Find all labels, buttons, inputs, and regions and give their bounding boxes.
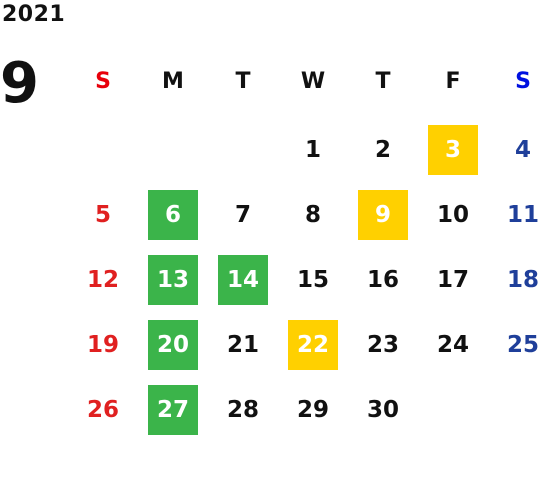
day-cell[interactable]: 13 — [148, 255, 198, 305]
weekday-header: T — [235, 68, 251, 94]
day-cell[interactable]: 9 — [358, 190, 408, 240]
year-label: 2021 — [2, 2, 66, 27]
weekday-header: T — [375, 68, 391, 94]
day-cell[interactable]: 16 — [366, 267, 399, 293]
month-number: 9 — [0, 51, 39, 116]
day-cell[interactable]: 12 — [86, 267, 119, 293]
weekday-header: S — [95, 68, 111, 94]
day-cell[interactable]: 25 — [506, 332, 539, 358]
day-cell[interactable]: 21 — [226, 332, 259, 358]
day-cell[interactable]: 8 — [304, 202, 321, 228]
day-cell[interactable]: 17 — [436, 267, 469, 293]
day-cell[interactable]: 10 — [436, 202, 469, 228]
day-cell[interactable]: 5 — [94, 202, 111, 228]
day-cell[interactable]: 20 — [148, 320, 198, 370]
day-cell[interactable]: 1 — [304, 137, 321, 163]
weekday-header: S — [515, 68, 531, 94]
day-cell[interactable]: 23 — [366, 332, 399, 358]
day-cell[interactable]: 26 — [86, 397, 119, 423]
weekday-header: W — [300, 68, 326, 94]
day-cell[interactable]: 14 — [218, 255, 268, 305]
day-cell[interactable]: 22 — [288, 320, 338, 370]
day-cell[interactable]: 30 — [366, 397, 399, 423]
weekday-header: M — [162, 68, 184, 94]
weekday-header: F — [445, 68, 461, 94]
day-cell[interactable]: 28 — [226, 397, 259, 423]
day-cell[interactable]: 18 — [506, 267, 539, 293]
day-cell[interactable]: 15 — [296, 267, 329, 293]
day-cell[interactable]: 27 — [148, 385, 198, 435]
day-cell[interactable]: 29 — [296, 397, 329, 423]
day-cell[interactable]: 7 — [234, 202, 251, 228]
day-cell[interactable]: 2 — [374, 137, 391, 163]
day-cell[interactable]: 11 — [506, 202, 539, 228]
day-cell[interactable]: 3 — [428, 125, 478, 175]
day-cell[interactable]: 6 — [148, 190, 198, 240]
day-cell[interactable]: 24 — [436, 332, 469, 358]
day-cell[interactable]: 19 — [86, 332, 119, 358]
day-cell[interactable]: 4 — [514, 137, 531, 163]
